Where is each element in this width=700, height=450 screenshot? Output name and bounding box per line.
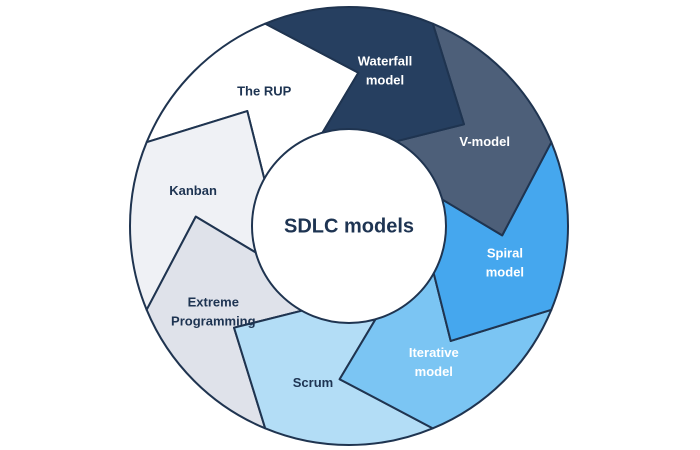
segment-label-kanban: Kanban [169, 183, 217, 198]
segment-label-line: model [366, 73, 404, 88]
cycle-segments [128, 5, 570, 447]
segment-label-waterfall: Waterfall model [358, 54, 412, 88]
segment-label-line: Waterfall [358, 54, 412, 69]
segment-label-line: Spiral [487, 245, 523, 260]
center-label: SDLC models [284, 215, 414, 237]
segment-label-line: Extreme [188, 294, 239, 309]
segment-label-line: Scrum [293, 375, 333, 390]
segment-label-line: The RUP [237, 83, 292, 98]
segment-label-line: Iterative [409, 345, 459, 360]
segment-label-v-model: V-model [459, 134, 510, 149]
segment-label-line: model [415, 364, 453, 379]
center-circle [251, 128, 447, 324]
segment-label-scrum: Scrum [293, 375, 333, 390]
segment-label-line: Programming [171, 313, 256, 328]
segment-label-line: Kanban [169, 183, 217, 198]
segment-label-the-rup: The RUP [237, 83, 292, 98]
segment-label-spiral: Spiral model [486, 245, 524, 279]
segment-label-line: V-model [459, 134, 510, 149]
segment-label-line: model [486, 264, 524, 279]
segment-label-iterative: Iterative model [409, 345, 459, 379]
